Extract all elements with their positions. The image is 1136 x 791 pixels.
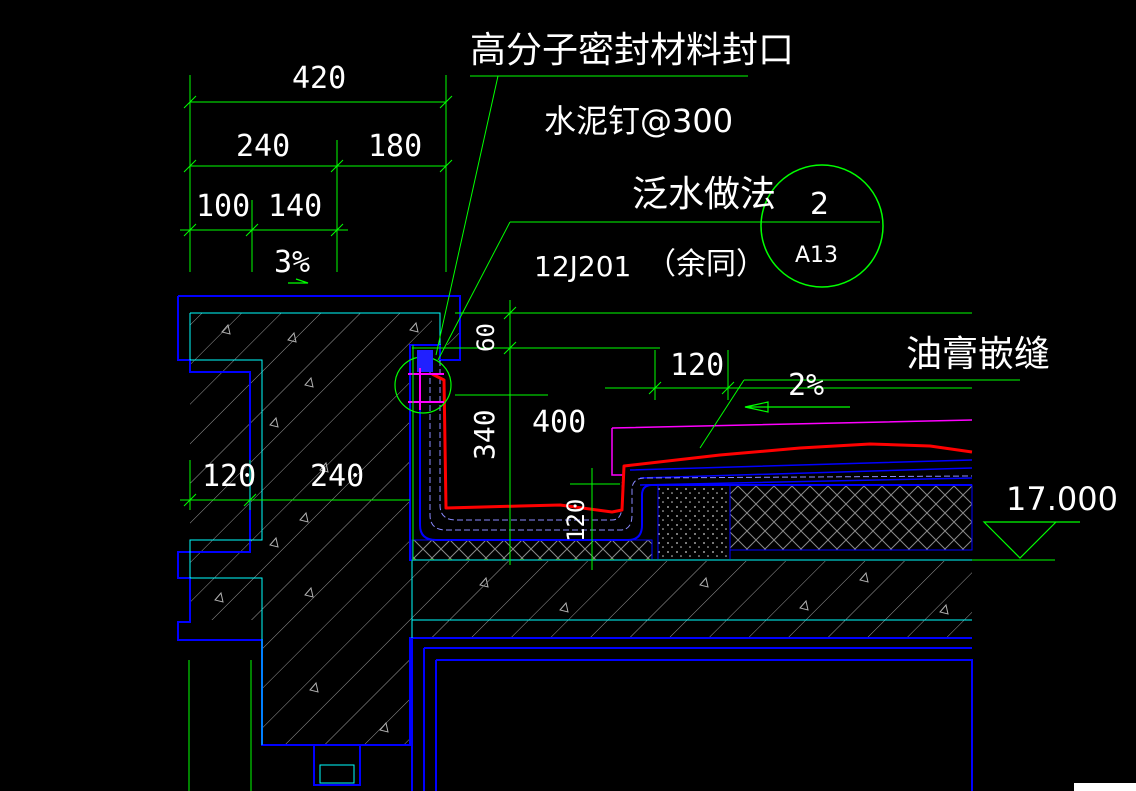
detail-ref-sheet: A13	[795, 243, 838, 268]
gutter-outline	[419, 360, 972, 541]
elevation-marker-icon	[982, 521, 1080, 559]
roof-slope-arrow-icon	[744, 401, 850, 413]
standard-ref: 12J201	[534, 250, 631, 283]
detail-ref-circle	[760, 164, 884, 288]
dim-top-right: 180	[368, 129, 422, 164]
parapet-inner-outline	[189, 312, 441, 745]
parapet-slope-arrow-icon	[288, 278, 309, 284]
corner-fragment	[1074, 783, 1136, 791]
sealant-block	[417, 350, 433, 372]
finish-layer-lines	[629, 459, 973, 486]
bottom-blue-mark-inner	[319, 764, 355, 784]
gutter-inner-lines	[429, 360, 973, 531]
dim-gutter-depth: 120	[562, 499, 590, 542]
dimension-lines	[180, 75, 1055, 791]
dim-roof-slope: 2%	[788, 368, 824, 403]
ceiling-inner-line	[411, 638, 973, 791]
foam-block	[657, 484, 731, 561]
dim-top-left: 240	[236, 129, 290, 164]
dim-flash-height: 340	[468, 409, 501, 460]
dim-flash-total: 400	[532, 405, 586, 440]
insulation-xhatch	[729, 484, 973, 551]
dim-parapet-slope: 3%	[274, 245, 310, 280]
cement-nail-icon	[408, 368, 444, 410]
bottom-blue-mark	[313, 744, 361, 786]
dim-gutter-width: 120	[670, 348, 724, 383]
dim-wall-inner: 240	[310, 459, 364, 494]
aggregate-marks	[214, 321, 949, 733]
gutter-layer-xhatch	[411, 539, 653, 561]
sealant-note: 高分子密封材料封口	[470, 30, 794, 71]
dim-wall-outer: 120	[202, 459, 256, 494]
leader-lines	[435, 75, 1020, 449]
same-note: （余同）	[646, 247, 766, 282]
inner-cyan-line	[411, 560, 972, 638]
dim-sub-right: 140	[268, 189, 322, 224]
dim-top-total: 420	[292, 61, 346, 96]
flashing-note: 泛水做法	[632, 174, 776, 215]
dimension-ticks	[183, 95, 735, 507]
dim-sub-left: 100	[196, 189, 250, 224]
caulk-note: 油膏嵌缝	[906, 334, 1050, 375]
nail-note: 水泥钉@300	[544, 102, 733, 140]
detail-ref-number: 2	[810, 187, 829, 222]
elevation-label: 17.000	[1006, 480, 1118, 518]
dim-flash-top: 60	[472, 323, 500, 352]
finish-layer-magenta	[611, 419, 973, 476]
waterproof-membrane	[431, 372, 973, 514]
